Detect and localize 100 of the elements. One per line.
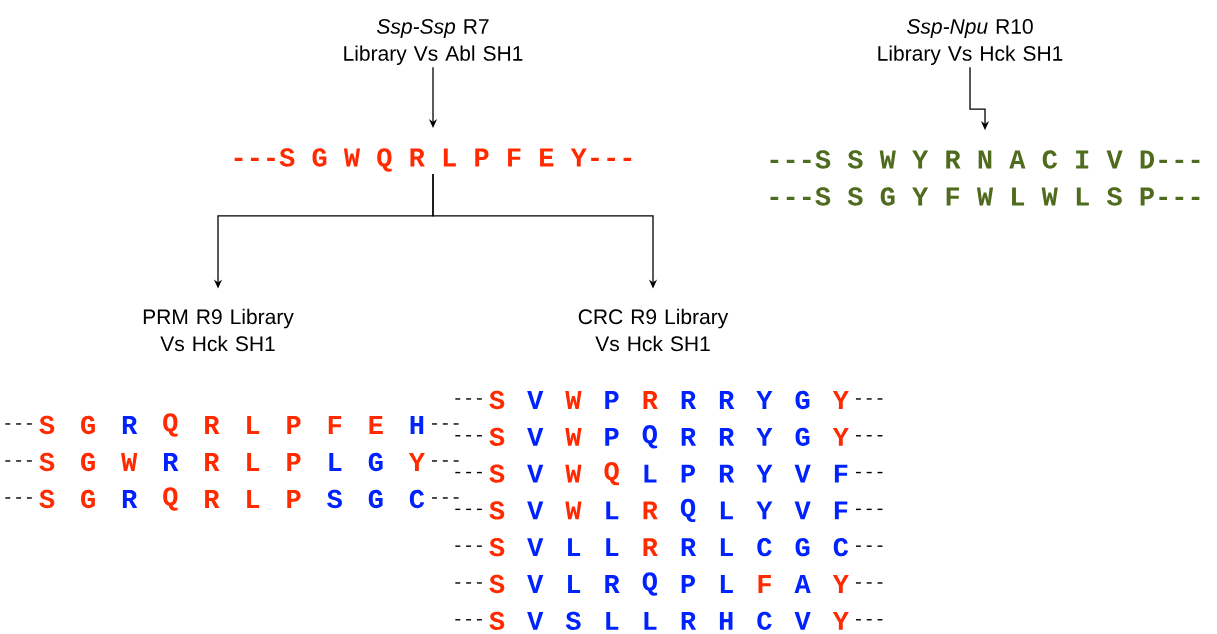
residue-letter: G — [81, 452, 95, 472]
dashes: --- — [855, 398, 883, 400]
residue-letter: G — [795, 390, 810, 410]
residue-letter: E — [369, 416, 383, 434]
residue-letter: P — [287, 490, 301, 508]
library-title: PRM R9 Library Vs Hck SH1 — [143, 308, 294, 352]
dashes: --- — [5, 423, 32, 425]
residue-letter: L — [247, 453, 260, 471]
residue-letter: R — [164, 453, 179, 471]
dashes: --- — [855, 435, 883, 437]
residue-letter: G — [795, 538, 810, 557]
residue-letter: S — [327, 489, 342, 509]
residue-letter: V — [794, 501, 811, 520]
residue-letter: Y — [832, 427, 849, 446]
residue-letter: S — [39, 415, 55, 435]
residue-letter: W — [565, 427, 582, 446]
residue-letter: Q — [163, 413, 178, 437]
residue-letter: L — [568, 575, 581, 593]
dashes: --- — [855, 471, 883, 474]
residue-letter: R — [643, 501, 658, 520]
residue-letter: Y — [756, 464, 773, 483]
residue-letter: V — [794, 464, 811, 483]
residue-letter: Q — [163, 487, 178, 511]
dashes: --- — [455, 398, 482, 400]
residue-letter: S — [489, 427, 505, 446]
residue-letter: R — [719, 464, 735, 483]
library-title: Ssp-Npu R10 Library Vs Hck SH1 — [878, 19, 1063, 65]
residue-letter: F — [834, 501, 848, 520]
residue-letter: V — [527, 501, 544, 520]
library-title: Ssp-Ssp R7 Library Vs Abl SH1 — [344, 19, 523, 65]
residue-letter: V — [527, 611, 544, 630]
residue-letter: R — [681, 427, 697, 446]
residue-letter: S — [39, 489, 55, 509]
residue-letter: C — [757, 611, 772, 630]
dashes: --- — [432, 497, 459, 499]
residue-letter: W — [565, 391, 582, 409]
residue-letter: R — [122, 490, 138, 508]
residue-letter: S — [489, 611, 505, 630]
residue-letter: L — [720, 501, 733, 520]
dashes: --- — [855, 545, 883, 547]
residue-letter: Y — [832, 575, 849, 593]
residue-letter: L — [568, 538, 581, 557]
residue-letter: Y — [756, 427, 773, 446]
residue-letter: S — [565, 611, 581, 630]
residue-letter: Y — [832, 611, 849, 630]
residue-letter: R — [205, 490, 220, 508]
dashes: --- — [855, 508, 883, 511]
residue-letter: L — [606, 501, 619, 520]
residue-letter: F — [758, 575, 771, 593]
residue-letter: R — [681, 391, 697, 409]
residue-letter: P — [287, 453, 301, 471]
residue-letter: L — [606, 538, 619, 557]
residue-letter: G — [81, 489, 95, 509]
residue-letter: C — [409, 489, 425, 509]
residue-letter: L — [644, 611, 657, 630]
residue-letter: P — [605, 427, 619, 446]
dashes: --- — [855, 582, 883, 584]
residue-letter: W — [121, 453, 138, 471]
residue-letter: Q — [642, 572, 658, 596]
residue-letter: V — [527, 427, 544, 446]
residue-letter: R — [122, 416, 138, 434]
residue-letter: R — [719, 391, 735, 409]
residue-letter: S — [489, 574, 505, 594]
residue-letter: P — [681, 464, 695, 483]
residue-letter: S — [489, 390, 505, 410]
residue-letter: Y — [832, 391, 849, 409]
dashes: --- — [455, 619, 482, 621]
residue-letter: P — [287, 416, 301, 434]
residue-letter: R — [205, 416, 220, 434]
dashes: --- — [5, 460, 32, 462]
dashes: --- — [432, 460, 459, 462]
residue-letter: G — [368, 452, 383, 472]
residue-letter: A — [794, 575, 811, 593]
residue-letter: R — [605, 575, 620, 593]
dashes: --- — [455, 435, 482, 437]
residue-letter: P — [605, 391, 619, 409]
residue-letter: R — [643, 391, 658, 409]
residue-letter: W — [565, 464, 582, 483]
residue-letter: G — [795, 427, 810, 446]
dashes: --- — [455, 545, 482, 547]
library-title: CRC R9 Library Vs Hck SH1 — [578, 308, 729, 352]
residue-letter: V — [527, 538, 544, 557]
residue-letter: R — [681, 538, 697, 557]
residue-letter: V — [527, 575, 544, 593]
residue-letter: Y — [408, 453, 425, 471]
residue-letter: H — [719, 611, 733, 630]
residue-letter: L — [606, 611, 619, 630]
residue-letter: R — [205, 453, 220, 471]
residue-letter: L — [720, 575, 733, 593]
residue-letter: L — [329, 453, 342, 471]
dashes: --- — [432, 423, 459, 425]
residue-letter: Q — [642, 425, 658, 449]
residue-letter: R — [719, 427, 735, 446]
residue-letter: Y — [756, 501, 773, 520]
dashes: --- — [455, 471, 482, 474]
residue-letter: P — [681, 575, 695, 593]
peptide-sequence: ---S S W Y R N A C I V D--- ---S S G Y F W L W L S P--- — [770, 150, 1200, 206]
residue-letter: C — [757, 538, 772, 557]
residue-letter: F — [834, 464, 848, 483]
residue-letter: W — [565, 501, 582, 520]
